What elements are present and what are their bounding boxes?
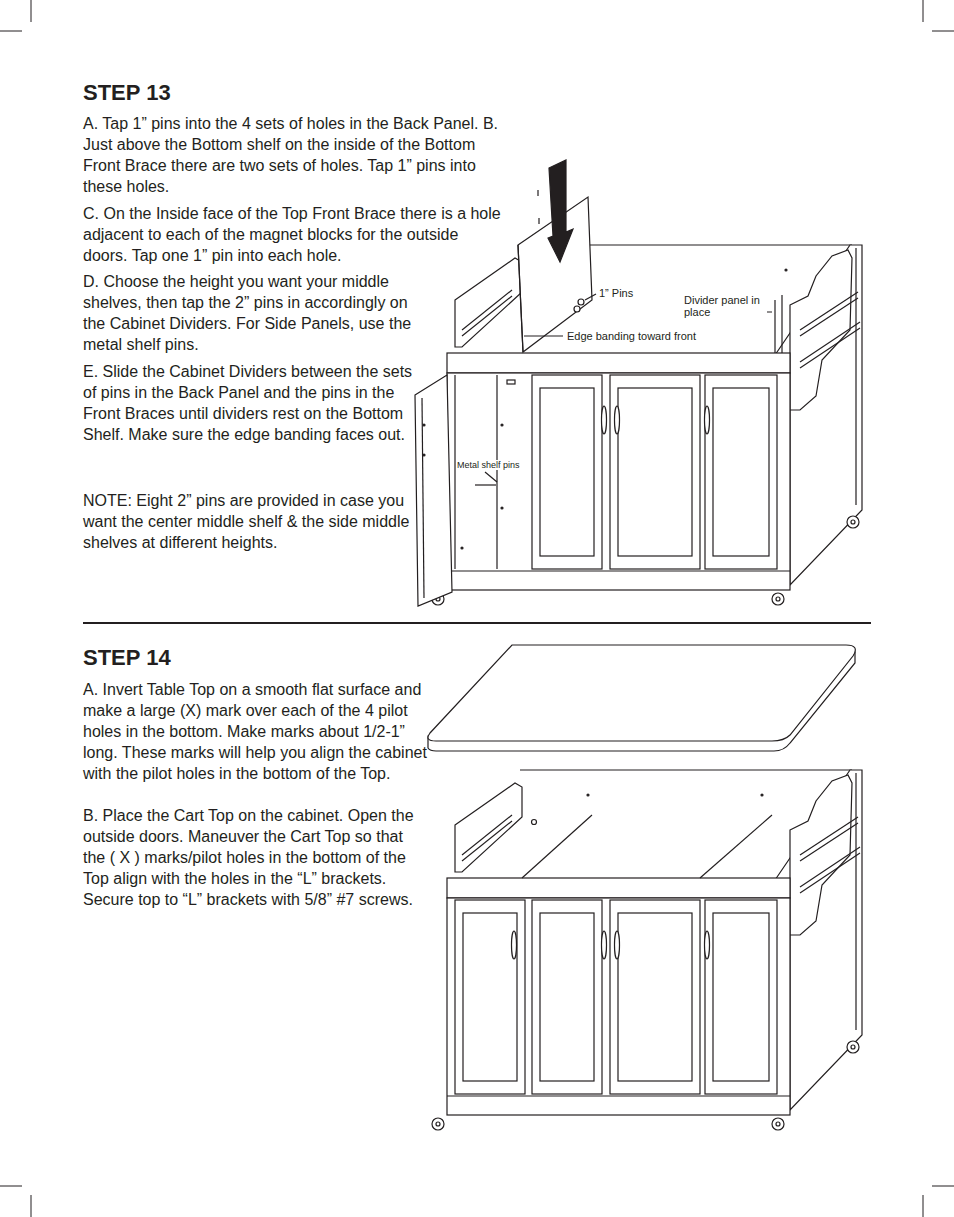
callout-label: Metal shelf pins (456, 460, 521, 470)
callout-label: Edge banding toward front (566, 330, 697, 342)
instruction-text: D. Choose the height you want your middl… (83, 271, 428, 355)
step13-details (415, 160, 787, 606)
callout-label: Divider panel in place (683, 294, 767, 318)
note-text: NOTE: Eight 2” pins are provided in case… (83, 490, 428, 553)
instruction-text: A. Tap 1” pins into the 4 sets of holes … (83, 113, 503, 197)
callout-label: 1” Pins (598, 287, 634, 299)
section-rule (83, 622, 871, 624)
step-heading: STEP 14 (83, 645, 171, 671)
cabinet-step13 (432, 245, 862, 605)
step14-details (428, 645, 855, 1094)
instruction-text: A. Invert Table Top on a smooth flat sur… (83, 679, 428, 784)
cabinet-step14 (432, 770, 862, 1130)
instruction-text: E. Slide the Cabinet Dividers between th… (83, 361, 428, 445)
instruction-text: B. Place the Cart Top on the cabinet. Op… (83, 805, 428, 910)
instruction-text: C. On the Inside face of the Top Front B… (83, 203, 503, 266)
step-heading: STEP 13 (83, 80, 171, 106)
